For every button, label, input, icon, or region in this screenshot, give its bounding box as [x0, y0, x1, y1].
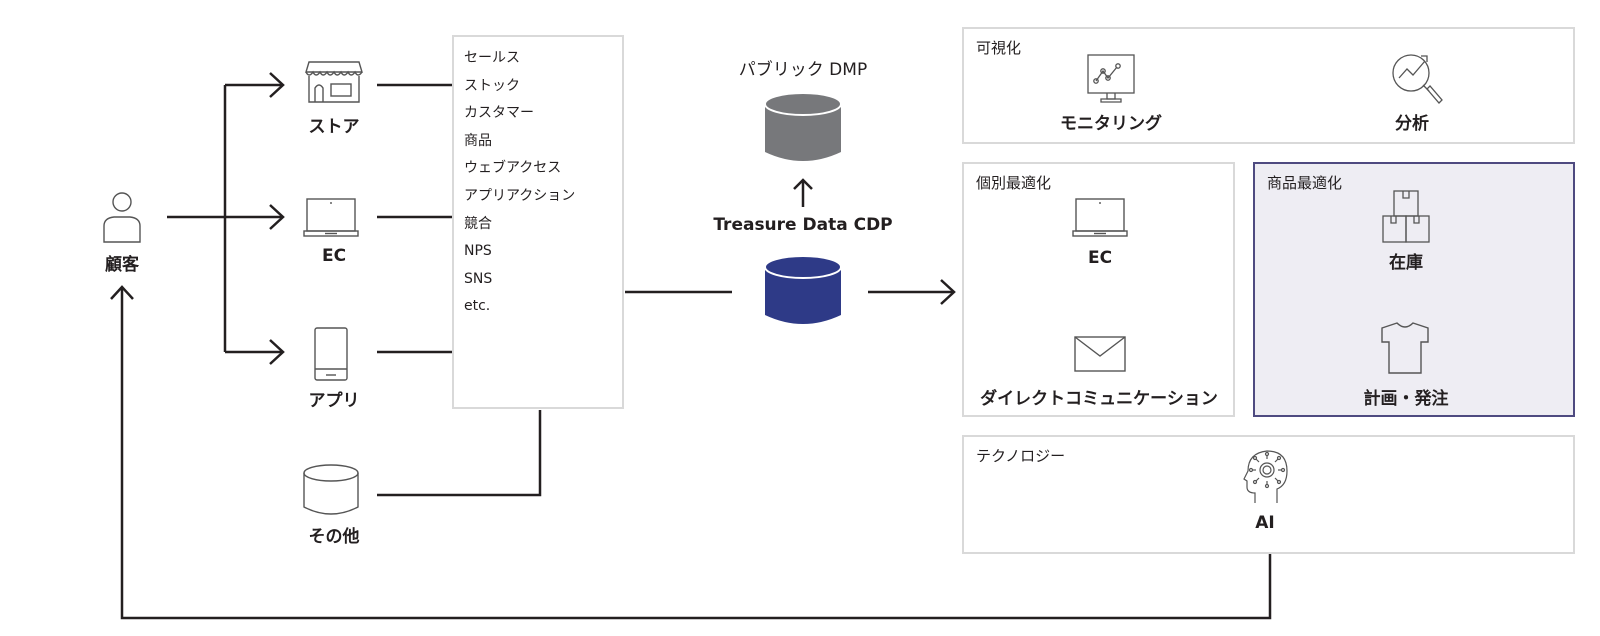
connector-feedback — [120, 288, 1272, 620]
channel-ec-label: EC — [321, 246, 347, 266]
data-source-list: セールス ストック カスタマー 商品 ウェブアクセス アプリアクション 競合 N… — [452, 35, 624, 409]
personal-optimization-box: 個別最適化 EC ダイレクトコミュニケーション — [962, 162, 1235, 417]
personal-optimization-item-label: ダイレクトコミュニケーション — [980, 389, 1218, 409]
boxes-icon — [1382, 190, 1430, 248]
data-source-item: ストック — [464, 77, 520, 94]
data-source-item: SNS — [464, 270, 493, 287]
tshirt-icon — [1381, 322, 1429, 378]
arrow-ec — [269, 204, 285, 230]
channel-app-label: アプリ — [308, 391, 360, 411]
data-source-item: 商品 — [464, 132, 492, 149]
channel-other-label: その他 — [308, 527, 360, 547]
customer-label: 顧客 — [105, 255, 139, 275]
visualization-title: 可視化 — [976, 39, 1022, 57]
personal-optimization-title: 個別最適化 — [976, 174, 1052, 192]
data-source-item: ウェブアクセス — [464, 160, 562, 177]
data-source-item: カスタマー — [464, 105, 534, 122]
data-source-item: NPS — [464, 243, 492, 260]
public-dmp-label: パブリック DMP — [738, 60, 868, 80]
smartphone-icon — [314, 327, 350, 387]
monitor-chart-icon — [1087, 54, 1135, 114]
public-dmp-database-icon — [763, 92, 843, 168]
technology-title: テクノロジー — [976, 447, 1066, 465]
arrow-app — [269, 339, 285, 365]
visualization-item-label: モニタリング — [1060, 114, 1162, 134]
data-source-item: etc. — [464, 298, 491, 315]
laptop-icon — [1072, 198, 1128, 242]
arrow-output — [940, 279, 956, 305]
visualization-box: 可視化 モニタリング 分析 — [962, 27, 1575, 144]
ai-head-icon — [1243, 449, 1289, 509]
cdp-database-icon — [763, 255, 843, 331]
cdp-label: Treasure Data CDP — [713, 215, 893, 235]
product-optimization-box: 商品最適化 在庫 計画・発注 — [1253, 162, 1575, 417]
product-optimization-item-label: 在庫 — [1389, 253, 1423, 273]
data-source-item: 競合 — [464, 215, 492, 232]
product-optimization-item-label: 計画・発注 — [1363, 389, 1449, 409]
arrow-dmp — [793, 178, 813, 190]
envelope-icon — [1074, 336, 1126, 378]
channel-store-label: ストア — [308, 117, 360, 137]
personal-optimization-item-label: EC — [1087, 248, 1113, 268]
data-source-item: セールス — [464, 50, 520, 66]
laptop-icon — [303, 198, 359, 242]
database-icon — [302, 463, 360, 523]
person-icon — [102, 190, 142, 249]
arrow-feedback — [110, 285, 134, 300]
store-icon — [305, 60, 363, 108]
connector-other-list — [377, 410, 542, 497]
technology-item-label: AI — [1255, 513, 1275, 533]
product-optimization-title: 商品最適化 — [1267, 174, 1343, 192]
analysis-magnifier-icon — [1389, 51, 1449, 115]
visualization-item-label: 分析 — [1395, 114, 1429, 134]
data-source-item: アプリアクション — [464, 187, 576, 204]
technology-box: テクノロジー AI — [962, 435, 1575, 554]
arrow-store — [269, 72, 285, 98]
